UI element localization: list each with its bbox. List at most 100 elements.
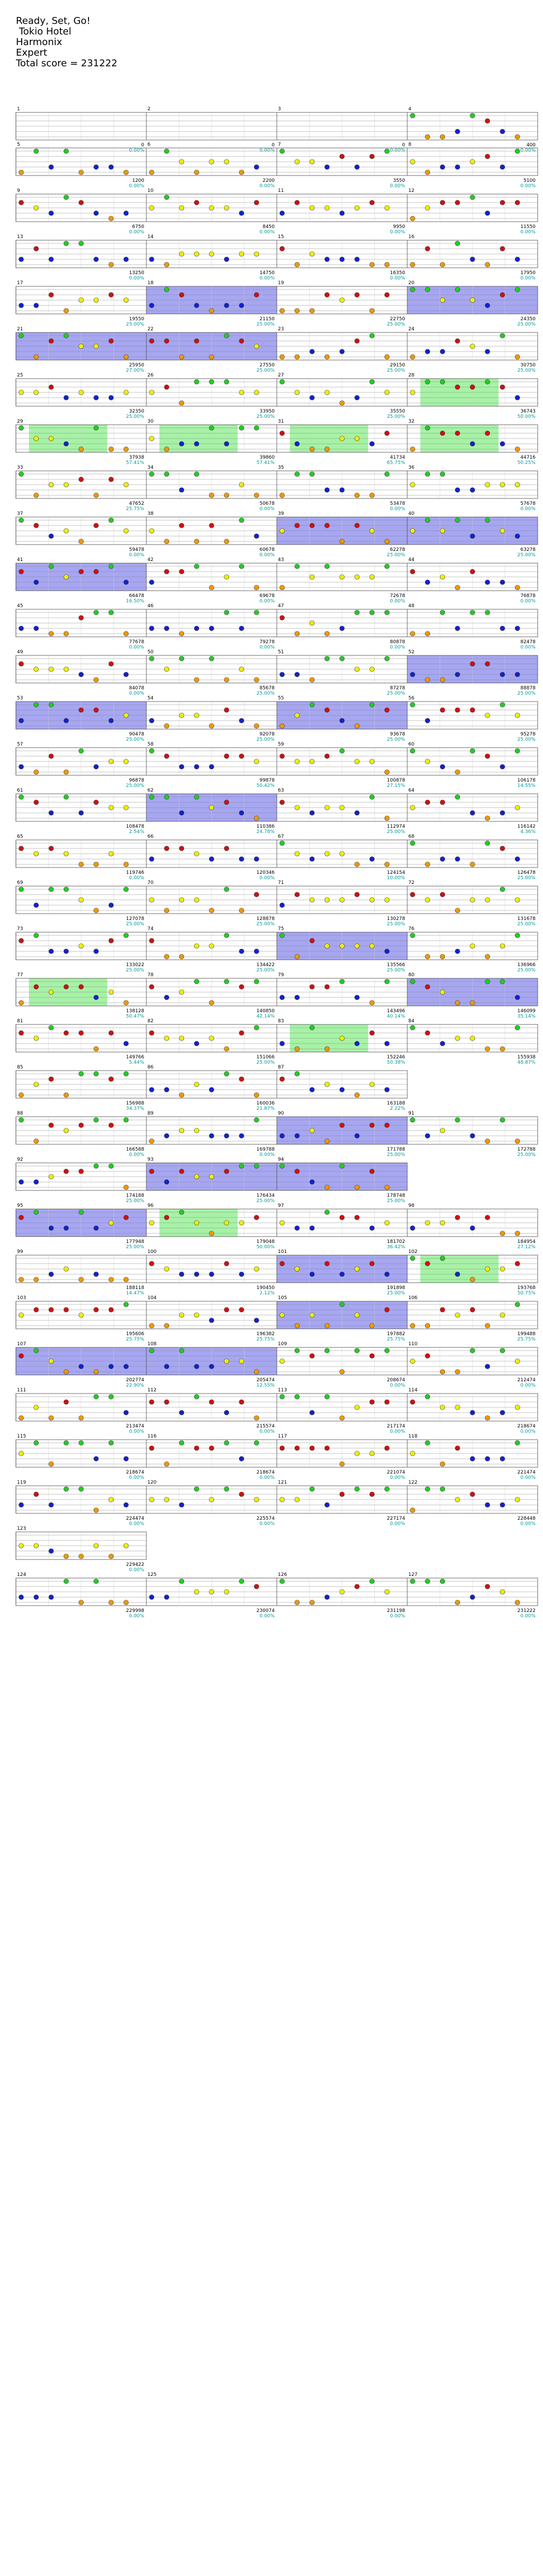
- note-gem: [354, 574, 360, 580]
- note-gem: [339, 574, 345, 580]
- note-gem: [209, 1000, 214, 1005]
- note-gem: [514, 1025, 520, 1030]
- note-gem: [410, 631, 415, 636]
- note-gem: [33, 390, 39, 395]
- note-gem: [440, 1486, 445, 1492]
- measure-number: 90: [278, 1111, 284, 1116]
- note-gem: [470, 533, 475, 539]
- note-gem: [339, 436, 345, 441]
- measure-score: 178748: [387, 1193, 406, 1198]
- note-gem: [63, 851, 69, 856]
- note-gem: [19, 1179, 24, 1185]
- note-gem: [253, 533, 259, 539]
- note-gem: [309, 856, 315, 862]
- note-gem: [19, 569, 24, 574]
- note-gem: [309, 523, 315, 528]
- note-gem: [440, 856, 445, 862]
- note-gem: [309, 1087, 315, 1092]
- measure-number: 111: [17, 1388, 26, 1393]
- measure-number: 86: [147, 1065, 154, 1070]
- note-gem: [78, 1415, 84, 1421]
- measure-number: 69: [17, 880, 23, 886]
- note-gem: [93, 395, 99, 400]
- note-gem: [239, 753, 244, 759]
- note-gem: [164, 1594, 170, 1600]
- note-gem: [514, 134, 520, 139]
- note-gem: [48, 810, 54, 816]
- measure-number: 124: [17, 1572, 26, 1578]
- note-gem: [123, 580, 129, 585]
- measure-number: 123: [17, 1526, 26, 1531]
- note-gem: [425, 954, 431, 959]
- measure-percent: 12.55%: [257, 1383, 275, 1388]
- measure-score: 32350: [129, 409, 144, 414]
- note-gem: [440, 200, 445, 205]
- note-gem: [239, 1492, 244, 1497]
- note-gem: [354, 1451, 360, 1456]
- measure-score: 25950: [129, 363, 144, 368]
- measure-percent: 0.00%: [129, 1475, 144, 1480]
- measure-percent: 0.00%: [520, 1383, 536, 1388]
- note-gem: [209, 1589, 214, 1594]
- note-gem: [19, 425, 24, 431]
- note-gem: [194, 379, 199, 384]
- measure-score: 181702: [387, 1239, 405, 1245]
- measure-score: 77678: [129, 639, 144, 645]
- note-gem: [410, 354, 415, 360]
- measure-score: 84078: [129, 686, 144, 691]
- measure-percent: 25.00%: [518, 737, 536, 742]
- note-gem: [339, 1272, 345, 1277]
- note-gem: [440, 677, 445, 682]
- note-gem: [485, 1138, 491, 1144]
- measure-score: 17950: [520, 270, 536, 276]
- note-gem: [63, 1369, 69, 1374]
- note-gem: [108, 1220, 114, 1225]
- note-gem: [354, 338, 360, 344]
- note-gem: [454, 856, 460, 862]
- note-gem: [294, 805, 300, 810]
- note-gem: [309, 395, 315, 400]
- note-gem: [294, 354, 300, 360]
- note-gem: [149, 1030, 154, 1036]
- note-gem: [339, 1163, 345, 1169]
- note-gem: [339, 297, 345, 303]
- note-gem: [19, 1312, 24, 1318]
- measure-percent: 0.00%: [390, 1429, 405, 1434]
- measure-percent: 25.00%: [126, 922, 145, 927]
- note-gem: [78, 707, 84, 713]
- note-gem: [164, 846, 170, 851]
- note-gem: [369, 794, 375, 800]
- measure-score: 21150: [259, 317, 275, 322]
- note-gem: [33, 1492, 39, 1497]
- measure-percent: 25.00%: [257, 368, 275, 373]
- measure-number: 87: [278, 1065, 284, 1070]
- note-gem: [239, 984, 244, 989]
- note-gem: [123, 672, 129, 677]
- note-gem: [339, 979, 345, 984]
- note-gem: [93, 344, 99, 349]
- measure-percent: 25.00%: [387, 968, 406, 973]
- note-gem: [324, 446, 330, 452]
- measure-number: 33: [17, 465, 23, 470]
- note-gem: [454, 1600, 460, 1605]
- measure-percent: 0.00%: [259, 1152, 275, 1158]
- note-gem: [209, 379, 214, 384]
- note-gem: [224, 1046, 230, 1052]
- note-gem: [485, 518, 491, 523]
- note-gem: [354, 667, 360, 672]
- note-gem: [239, 718, 244, 723]
- measure-number: 96: [147, 1203, 154, 1208]
- note-gem: [410, 390, 415, 395]
- note-gem: [194, 200, 199, 205]
- measure-number: 95: [17, 1203, 23, 1208]
- note-gem: [48, 949, 54, 954]
- note-gem: [500, 887, 505, 892]
- note-gem: [33, 1082, 39, 1087]
- note-gem: [514, 395, 520, 400]
- note-gem: [149, 897, 154, 903]
- note-gem: [239, 667, 244, 672]
- note-gem: [470, 1594, 475, 1600]
- song-title: Ready, Set, Go!: [16, 15, 91, 27]
- note-gem: [48, 257, 54, 262]
- note-gem: [63, 1225, 69, 1231]
